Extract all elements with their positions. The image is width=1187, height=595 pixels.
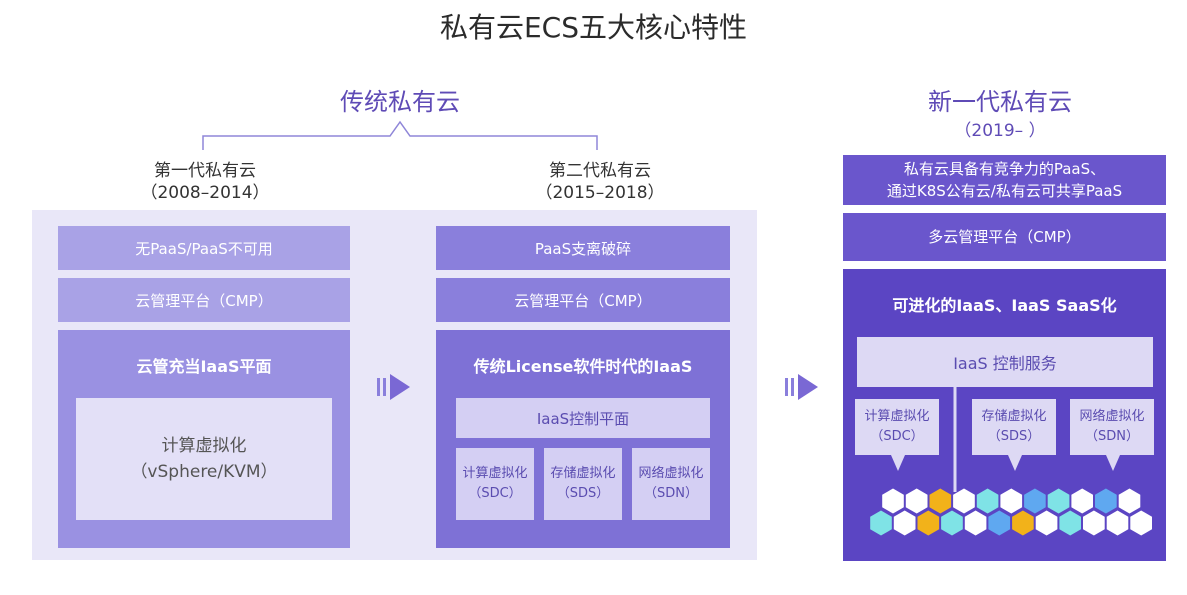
gen2-sds-box: 存储虚拟化 （SDS） xyxy=(544,448,622,520)
gen2-years: （2015–2018） xyxy=(535,183,665,203)
gen1-cmp-bar: 云管理平台（CMP） xyxy=(58,278,350,322)
gen2-cmp-bar: 云管理平台（CMP） xyxy=(436,278,730,322)
new-gen-sdn-name: 网络虚拟化 xyxy=(1079,409,1145,424)
arrow-icon-2 xyxy=(780,370,824,404)
gen1-name: 第一代私有云 xyxy=(154,161,256,181)
gen1-compute-box: 计算虚拟化 （vSphere/KVM） xyxy=(76,398,332,520)
new-gen-sds-name: 存储虚拟化 xyxy=(981,409,1047,424)
hexagon-icon xyxy=(882,488,904,514)
new-gen-paas-bar: 私有云具备有竞争力的PaaS、 通过K8S公有云/私有云可共享PaaS xyxy=(843,155,1166,205)
new-gen-sdn-box: 网络虚拟化 （SDN） xyxy=(1070,399,1154,455)
hexagon-icon xyxy=(1024,488,1046,514)
hexagon-icon xyxy=(1118,488,1141,514)
hexagon-icon xyxy=(1035,510,1058,536)
new-gen-paas-line2: 通过K8S公有云/私有云可共享PaaS xyxy=(886,182,1123,200)
new-gen-iaas-title: 可进化的IaaS、IaaS SaaS化 xyxy=(892,296,1117,315)
gen2-sds-name: 存储虚拟化 xyxy=(550,466,616,481)
hexagon-icon xyxy=(941,510,963,536)
new-gen-paas-line1: 私有云具备有竞争力的PaaS、 xyxy=(903,160,1106,178)
gen1-paas-bar: 无PaaS/PaaS不可用 xyxy=(58,226,350,270)
gen1-iaas-box: 云管充当IaaS平面 计算虚拟化 （vSphere/KVM） xyxy=(58,330,350,548)
gen2-sds-abbr: （SDS） xyxy=(556,486,610,501)
new-gen-sdc-name: 计算虚拟化 xyxy=(864,409,930,424)
gen2-sdn-name: 网络虚拟化 xyxy=(638,466,704,481)
hexagon-icon xyxy=(917,510,940,536)
connector-lines-icon xyxy=(953,387,957,492)
new-gen-heading: 新一代私有云 xyxy=(928,87,1072,116)
new-gen-years: （2019– ） xyxy=(954,120,1046,141)
new-gen-sdc-abbr: （SDC） xyxy=(870,429,924,444)
pointer-icons xyxy=(891,455,1120,471)
gen2-paas-bar: PaaS支离破碎 xyxy=(436,226,730,270)
gen1-label: 第一代私有云 （2008–2014） xyxy=(110,160,300,204)
gen1-compute-detail: （vSphere/KVM） xyxy=(130,462,278,482)
arrow-icon-1 xyxy=(372,370,416,404)
new-gen-cmp-bar: 多云管理平台（CMP） xyxy=(843,213,1166,261)
gen1-years: （2008–2014） xyxy=(140,183,270,203)
gen2-control-plane: IaaS控制平面 xyxy=(456,398,710,438)
new-gen-control-service: IaaS 控制服务 xyxy=(857,337,1153,387)
gen2-iaas-title: 传统License软件时代的IaaS xyxy=(473,357,693,376)
hexagon-icon xyxy=(1083,510,1105,536)
gen2-iaas-box: 传统License软件时代的IaaS IaaS控制平面 计算虚拟化 （SDC） … xyxy=(436,330,730,548)
hexagon-icon xyxy=(893,510,916,536)
hexagon-icon xyxy=(1130,510,1152,536)
new-gen-iaas-box: 可进化的IaaS、IaaS SaaS化 IaaS 控制服务 计算虚拟化 （SDC… xyxy=(843,269,1166,561)
hexagon-icon xyxy=(964,510,987,536)
hexagon-icon xyxy=(1071,488,1093,514)
new-gen-sds-box: 存储虚拟化 （SDS） xyxy=(972,399,1056,455)
hexagon-icon xyxy=(1012,510,1034,536)
page-title: 私有云ECS五大核心特性 xyxy=(439,11,748,44)
gen1-iaas-title: 云管充当IaaS平面 xyxy=(136,357,272,376)
gen2-sdc-box: 计算虚拟化 （SDC） xyxy=(456,448,534,520)
hexagon-icon xyxy=(1000,488,1023,514)
new-gen-sdn-abbr: （SDN） xyxy=(1085,429,1139,444)
hexagon-icon xyxy=(976,488,999,514)
new-gen-sdc-box: 计算虚拟化 （SDC） xyxy=(855,399,939,455)
hexagon-icon xyxy=(929,488,952,514)
gen1-compute-name: 计算虚拟化 xyxy=(161,436,247,456)
gen2-sdc-name: 计算虚拟化 xyxy=(462,466,528,481)
hexagon-icon xyxy=(1095,488,1117,514)
hexagon-icon xyxy=(988,510,1011,536)
hexagon-icon xyxy=(1059,510,1081,536)
gen2-sdn-abbr: （SDN） xyxy=(644,486,698,501)
gen2-sdc-abbr: （SDC） xyxy=(468,486,522,501)
gen2-label: 第二代私有云 （2015–2018） xyxy=(505,160,695,204)
bracket-icon xyxy=(202,120,598,150)
gen2-sdn-box: 网络虚拟化 （SDN） xyxy=(632,448,710,520)
hexagon-icon xyxy=(1047,488,1070,514)
hexagon-icon xyxy=(870,510,892,536)
gen2-name: 第二代私有云 xyxy=(549,161,651,181)
hexagon-icon xyxy=(1106,510,1129,536)
traditional-heading: 传统私有云 xyxy=(340,87,460,116)
new-gen-sds-abbr: （SDS） xyxy=(987,429,1041,444)
hexagon-icon xyxy=(953,488,975,514)
hexagon-icon xyxy=(905,488,928,514)
hexagon-cluster-icon xyxy=(870,488,1152,536)
